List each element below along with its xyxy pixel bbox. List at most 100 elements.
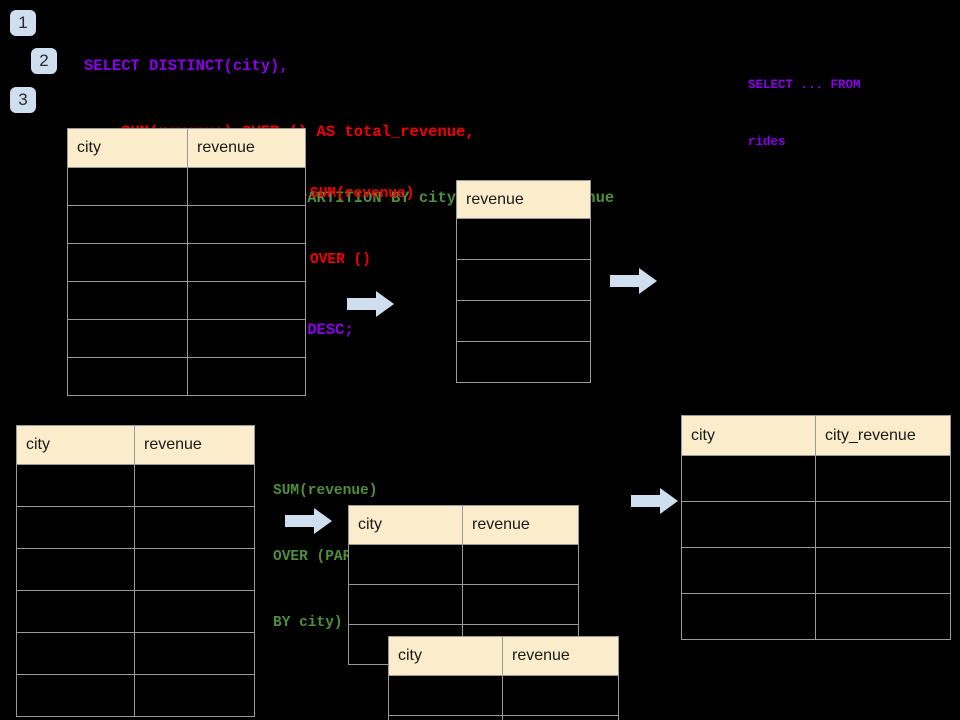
step-badge-3[interactable]: 3 <box>10 87 36 113</box>
table-cell <box>815 455 951 502</box>
sql-line-select: SELECT DISTINCT(city), <box>84 57 289 75</box>
table-cell <box>16 632 135 675</box>
table-row <box>681 547 951 594</box>
table-row <box>67 281 306 320</box>
table-total-revenue: revenue <box>456 180 591 383</box>
side-note-line-1: SELECT ... FROM <box>748 78 861 92</box>
step-badge-1[interactable]: 1 <box>10 10 36 36</box>
table-cell <box>456 341 591 383</box>
table-cell <box>388 675 503 716</box>
table-row <box>67 319 306 358</box>
table-cell <box>815 593 951 640</box>
table-row <box>16 464 255 507</box>
table-cell <box>388 715 503 720</box>
table-row <box>681 593 951 640</box>
side-note-select-from-rides: SELECT ... FROM rides <box>748 38 861 190</box>
table-row <box>16 590 255 633</box>
table-cell <box>16 548 135 591</box>
arrow-partition-to-result <box>631 488 678 514</box>
table-header-row: revenue <box>456 180 591 219</box>
table-cell <box>67 281 188 320</box>
column-header-city: city <box>16 425 135 465</box>
column-header-revenue: revenue <box>187 128 306 168</box>
table-cell <box>815 501 951 548</box>
table-row <box>16 548 255 591</box>
table-cell <box>134 548 255 591</box>
annotation-sum-over-partition-line-1: SUM(revenue) <box>273 483 378 499</box>
table-row <box>16 632 255 675</box>
table-cell <box>681 501 816 548</box>
column-header-city: city <box>348 505 463 545</box>
table-cell <box>67 319 188 358</box>
column-header-revenue: revenue <box>134 425 255 465</box>
annotation-sum-over-empty-line-1: SUM(revenue) <box>310 186 415 202</box>
table-row <box>456 341 591 383</box>
table-cell <box>187 167 306 206</box>
arrow-total-to-result <box>610 268 657 294</box>
table-row <box>388 715 619 720</box>
arrow-source-to-total <box>347 291 394 317</box>
column-header-city_revenue: city_revenue <box>815 415 951 456</box>
column-header-revenue: revenue <box>456 180 591 219</box>
table-cell <box>134 590 255 633</box>
table-row <box>67 205 306 244</box>
table-cell <box>16 506 135 549</box>
table-cell <box>681 455 816 502</box>
table-cell <box>134 674 255 717</box>
column-header-revenue: revenue <box>462 505 579 545</box>
table-row <box>67 243 306 282</box>
table-row <box>348 584 579 625</box>
table-row <box>681 501 951 548</box>
table-row <box>681 455 951 502</box>
table-cell <box>187 205 306 244</box>
table-row <box>456 300 591 342</box>
table-cell <box>348 544 463 585</box>
table-cell <box>348 584 463 625</box>
table-row <box>16 674 255 717</box>
column-header-revenue: revenue <box>502 636 619 676</box>
table-cell <box>134 464 255 507</box>
table-cell <box>187 281 306 320</box>
table-cell <box>16 464 135 507</box>
table-cell <box>502 675 619 716</box>
table-cell <box>681 593 816 640</box>
table-row <box>456 259 591 301</box>
table-cell <box>67 243 188 282</box>
table-cell <box>134 632 255 675</box>
table-cell <box>187 319 306 358</box>
table-cell <box>67 205 188 244</box>
table-row <box>348 544 579 585</box>
annotation-sum-over-partition-line-3: BY city) <box>273 615 343 631</box>
table-cell <box>16 590 135 633</box>
table-cell <box>462 544 579 585</box>
table-row <box>456 218 591 260</box>
table-cell <box>134 506 255 549</box>
table-row <box>67 357 306 396</box>
step-badge-2[interactable]: 2 <box>31 48 57 74</box>
table-cell <box>456 300 591 342</box>
table-cell <box>456 259 591 301</box>
table-cell <box>681 547 816 594</box>
column-header-city: city <box>67 128 188 168</box>
annotation-sum-over-empty: SUM(revenue) OVER () <box>310 139 414 315</box>
table-cell <box>815 547 951 594</box>
table-cell <box>16 674 135 717</box>
column-header-city: city <box>681 415 816 456</box>
side-note-line-2: rides <box>748 135 786 149</box>
table-cell <box>187 357 306 396</box>
table-cell <box>187 243 306 282</box>
column-header-city: city <box>388 636 503 676</box>
table-row <box>388 675 619 716</box>
table-row <box>67 167 306 206</box>
table-cell <box>456 218 591 260</box>
